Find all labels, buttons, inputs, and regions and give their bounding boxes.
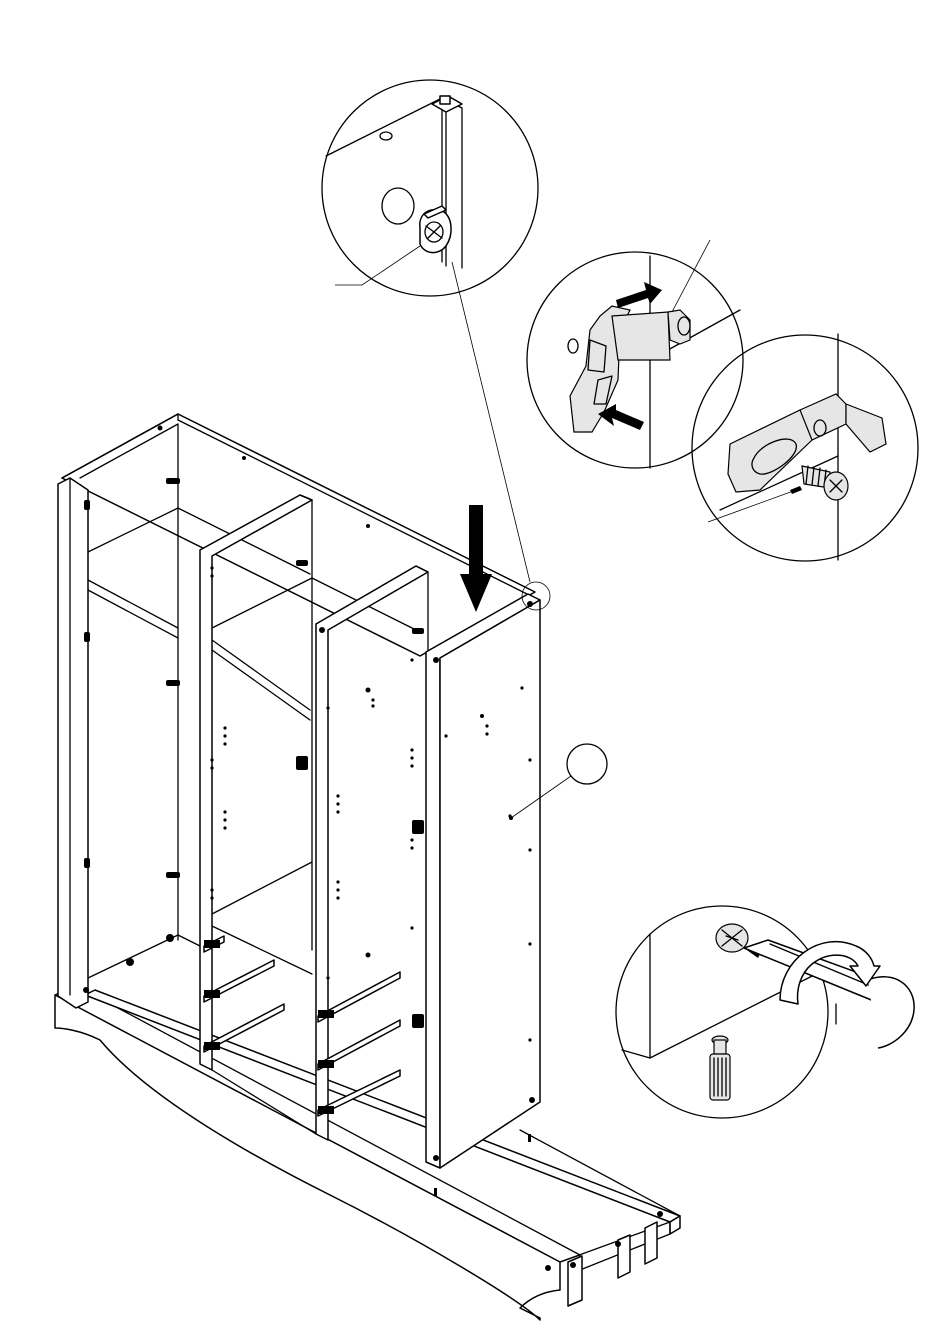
bracket-slide-detail (527, 240, 743, 468)
bracket-icon (570, 306, 690, 432)
cam-lock-top-view (716, 924, 748, 952)
screw-icon (790, 466, 848, 500)
hole-column-b (326, 658, 413, 979)
hole-column-a (210, 566, 226, 899)
top-board (62, 414, 535, 656)
bracket-screw-detail (692, 334, 918, 561)
cam-lock-detail (322, 80, 538, 296)
right-side-panel (426, 594, 540, 1168)
cam-bolt-icon (710, 1036, 730, 1100)
left-side-panel (58, 478, 178, 1008)
leader-line-cam-lock (452, 262, 530, 582)
cam-screwdriver-detail (616, 906, 914, 1118)
